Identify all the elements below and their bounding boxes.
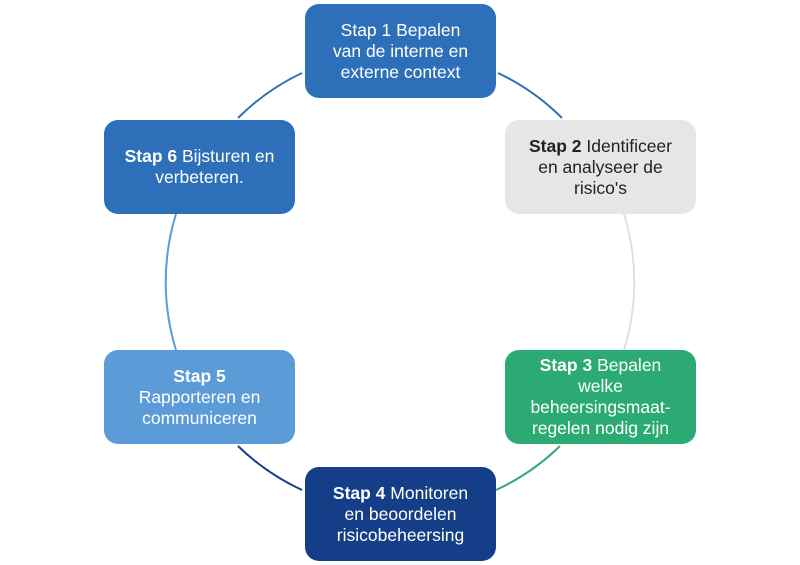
step-6-line-1: Bijsturen en bbox=[177, 146, 275, 166]
step-5-title: Stap 5 bbox=[173, 365, 226, 386]
step-4-box: Stap 4 Monitoren en beoordelen risicobeh… bbox=[305, 467, 496, 561]
step-2-line-1: Identificeer bbox=[581, 135, 672, 156]
step-5-line-2: Rapporteren en bbox=[138, 386, 261, 407]
connector-4-5 bbox=[237, 445, 303, 491]
step-5-box: Stap 5 Rapporteren en communiceren bbox=[104, 350, 295, 444]
connector-3-4 bbox=[495, 445, 561, 491]
connector-2-3 bbox=[623, 213, 636, 351]
step-2-title: Stap 2 bbox=[529, 135, 582, 156]
connector-1-2 bbox=[497, 72, 563, 119]
step-1-line-1: Stap 1 Bepalen bbox=[340, 19, 461, 40]
step-3-line-3: beheersingsmaat- bbox=[530, 397, 671, 417]
step-3-line-1: Bepalen bbox=[592, 355, 662, 375]
step-6-title: Stap 6 bbox=[124, 146, 178, 166]
step-3-line-2: welke bbox=[578, 376, 623, 396]
step-2-line-3: risico's bbox=[574, 177, 627, 198]
step-4-line-1: Monitoren bbox=[385, 482, 469, 503]
step-4-line-2: en beoordelen bbox=[344, 503, 457, 524]
step-1-line-3: externe context bbox=[340, 61, 461, 82]
connector-6-1 bbox=[237, 72, 303, 119]
step-2-line-2: en analyseer de bbox=[538, 156, 663, 177]
step-3-box: Stap 3 Bepalen welke beheersingsmaat- re… bbox=[505, 350, 696, 444]
step-1-box: Stap 1 Bepalen van de interne en externe… bbox=[305, 4, 496, 98]
connector-5-6 bbox=[164, 213, 177, 351]
step-4-title: Stap 4 bbox=[332, 482, 386, 503]
step-2-box: Stap 2 Identificeer en analyseer de risi… bbox=[505, 120, 696, 214]
step-3-title: Stap 3 bbox=[539, 355, 593, 375]
step-4-line-3: risicobeheersing bbox=[336, 524, 465, 545]
step-1-line-2: van de interne en bbox=[332, 40, 469, 61]
step-3-line-4: regelen nodig zijn bbox=[531, 418, 670, 438]
step-6-line-2: verbeteren. bbox=[155, 167, 244, 187]
step-5-line-3: communiceren bbox=[142, 407, 257, 428]
step-6-box: Stap 6 Bijsturen en verbeteren. bbox=[104, 120, 295, 214]
